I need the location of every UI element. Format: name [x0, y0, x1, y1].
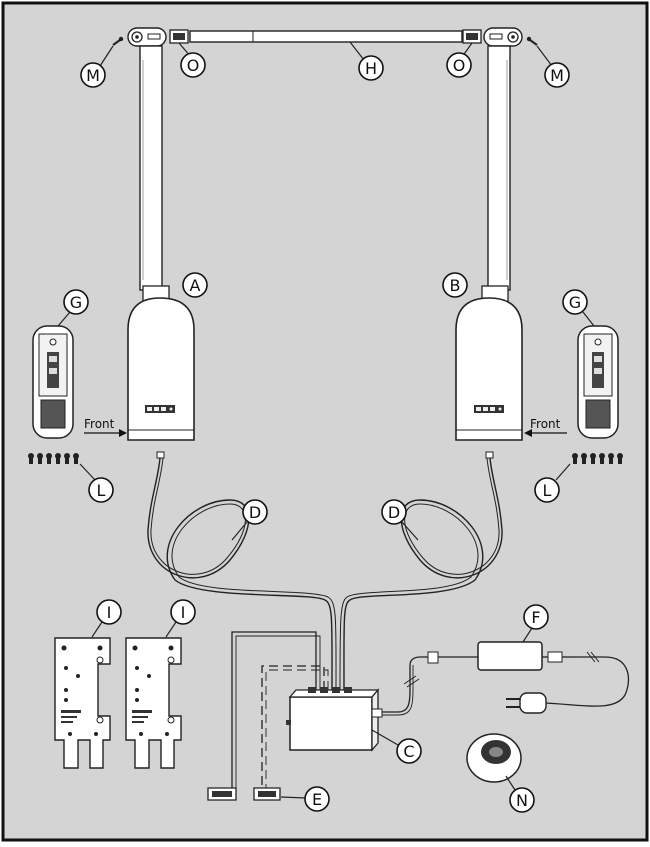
- callout-i-2: I: [170, 599, 196, 625]
- callout-m-right: M: [544, 62, 570, 88]
- callout-g-left: G: [63, 289, 89, 315]
- label-g-right: G: [569, 293, 581, 312]
- front-label-left: Front: [84, 417, 115, 431]
- screws-left-l: [28, 453, 96, 481]
- label-a: A: [190, 276, 201, 295]
- callout-o-left: O: [180, 52, 206, 78]
- arm-right: [487, 45, 511, 291]
- control-box-c: [286, 687, 399, 752]
- front-arrow-right: Front: [524, 417, 567, 437]
- callout-o-right: O: [446, 52, 472, 78]
- label-o-left: O: [187, 56, 200, 75]
- callout-l-left: L: [88, 477, 114, 503]
- mains-plug: [506, 692, 547, 714]
- label-m-right: M: [550, 66, 564, 85]
- callout-g-right: G: [562, 289, 588, 315]
- remote-n: [466, 733, 522, 791]
- screw-right-m: [526, 36, 553, 67]
- front-label-right: Front: [530, 417, 561, 431]
- callout-i-1: I: [96, 599, 122, 625]
- front-arrow-left: Front: [84, 417, 127, 437]
- label-m-left: M: [86, 66, 100, 85]
- arm-left: [139, 45, 163, 291]
- sensor-plug-2-e: [253, 787, 307, 801]
- wall-bracket-left-g: [32, 311, 74, 439]
- corner-bracket-right: [483, 27, 523, 47]
- callout-h: H: [358, 55, 384, 81]
- label-f: F: [531, 608, 540, 627]
- mounting-plate-i-2: [125, 621, 182, 769]
- callout-e: E: [304, 786, 330, 812]
- label-o-right: O: [453, 56, 466, 75]
- callout-m-left: M: [80, 62, 106, 88]
- label-e: E: [312, 790, 322, 809]
- motor-unit-a: [127, 285, 195, 459]
- label-d-right: D: [388, 503, 400, 522]
- label-h: H: [365, 59, 377, 78]
- mounting-plate-i-1: [54, 621, 111, 769]
- corner-bracket-left: [127, 27, 167, 47]
- power-adapter-f: [371, 627, 630, 718]
- rail-h: [189, 30, 463, 61]
- connector-left-o: [169, 29, 192, 58]
- sensor-plug-1: [207, 787, 237, 801]
- cable-left-d: [147, 457, 337, 691]
- callout-d-right: D: [381, 499, 407, 525]
- callout-b: B: [442, 272, 468, 298]
- callout-d-left: D: [242, 499, 268, 525]
- wall-bracket-right-g: [577, 311, 619, 439]
- motor-unit-b: [455, 285, 523, 459]
- label-i-2: I: [181, 603, 186, 622]
- label-l-left: L: [97, 481, 106, 500]
- cable-e: [231, 631, 329, 788]
- label-g-left: G: [70, 293, 82, 312]
- callout-n: N: [509, 787, 535, 813]
- callout-f: F: [523, 604, 549, 630]
- label-b: B: [450, 276, 461, 295]
- label-i-1: I: [107, 603, 112, 622]
- label-d-left: D: [249, 503, 261, 522]
- screw-left-m: [99, 36, 124, 67]
- screws-right-l: [555, 453, 623, 481]
- callout-labels: A B C D D E F G G H I I L L M M N O O: [63, 52, 588, 813]
- label-c: C: [403, 742, 414, 761]
- cable-right-d: [339, 457, 503, 691]
- callout-c: C: [396, 738, 422, 764]
- callout-l-right: L: [534, 477, 560, 503]
- callout-a: A: [182, 272, 208, 298]
- label-l-right: L: [543, 481, 552, 500]
- label-n: N: [516, 791, 528, 810]
